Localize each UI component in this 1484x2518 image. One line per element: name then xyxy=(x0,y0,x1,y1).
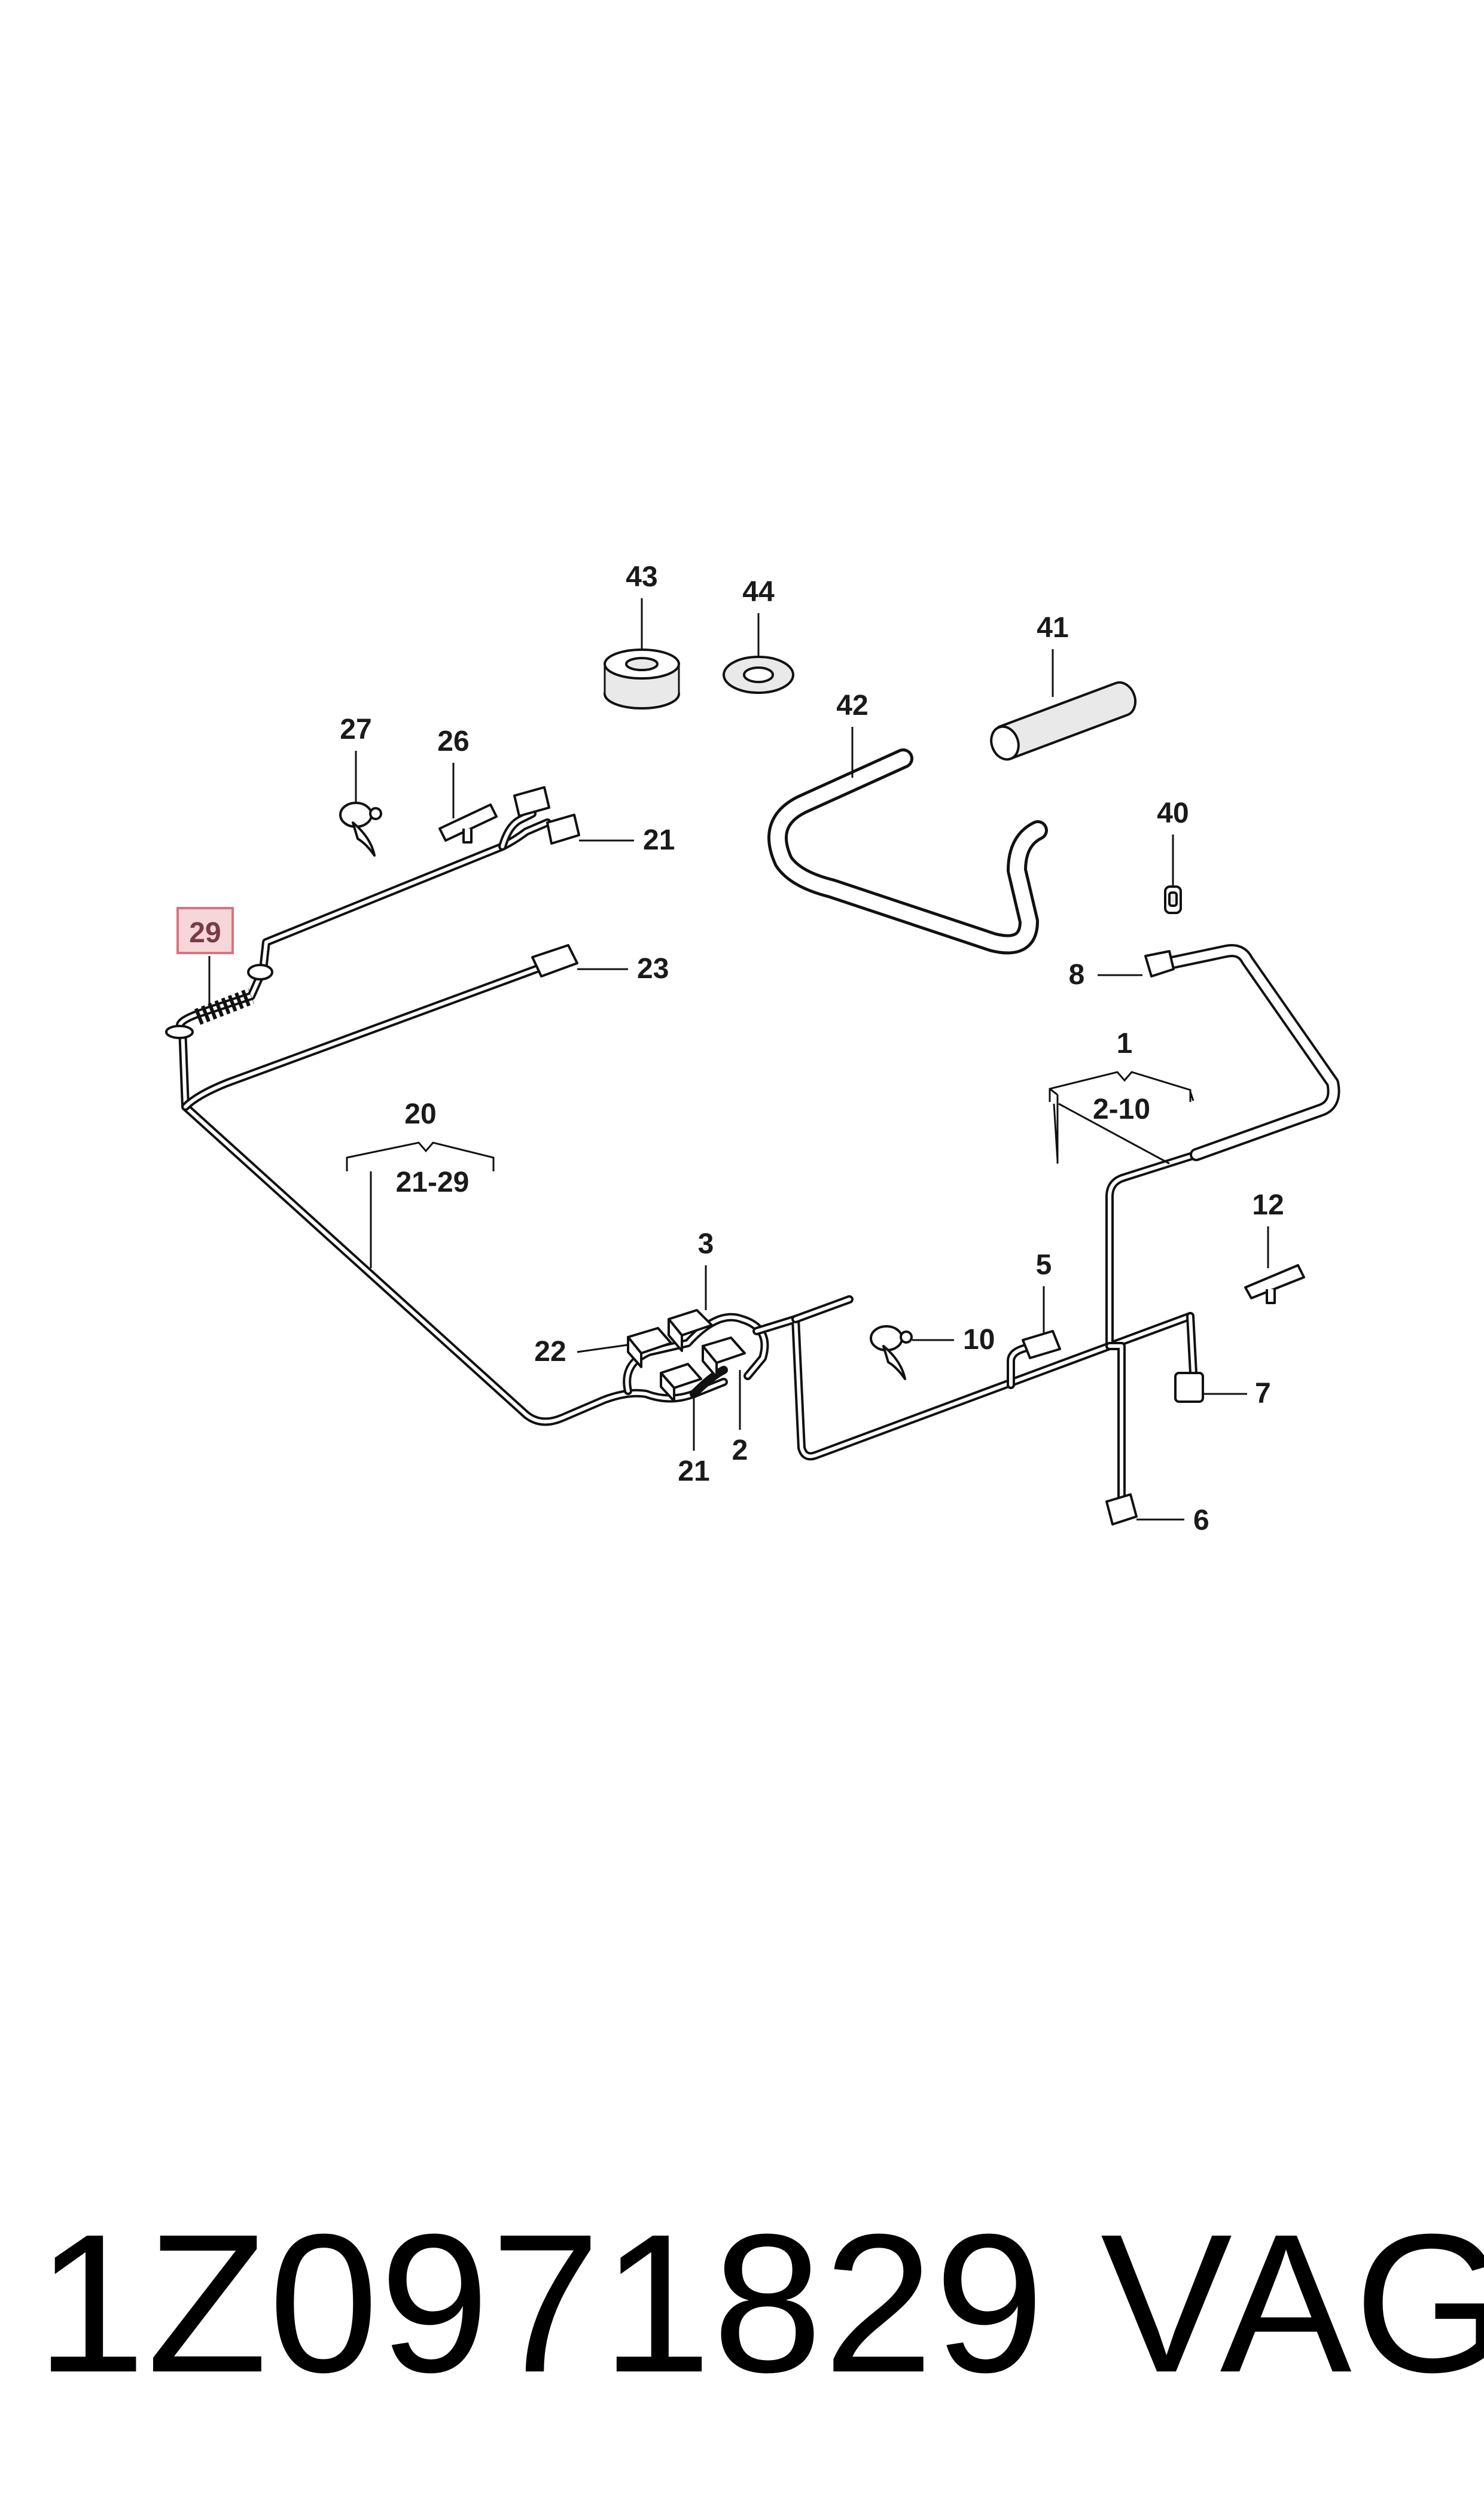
part-43-grommet xyxy=(604,648,680,710)
part-26-tape xyxy=(438,803,498,844)
callout-labels: 43 44 41 42 40 27 26 21 29 23 8 1 2-10 2… xyxy=(189,561,1284,1536)
part-27-clip xyxy=(339,802,382,857)
callout-44: 44 xyxy=(742,576,775,608)
callout-21-bottom: 21 xyxy=(678,1456,709,1487)
callout-40: 40 xyxy=(1157,797,1189,829)
callout-42: 42 xyxy=(836,690,868,721)
part-44-washer xyxy=(723,656,794,694)
harness-20 xyxy=(165,786,728,1426)
callout-1: 1 xyxy=(1117,1028,1133,1059)
callout-20-range: 21-29 xyxy=(396,1167,470,1198)
callout-22: 22 xyxy=(534,1336,566,1368)
callout-2: 2 xyxy=(732,1435,748,1466)
callout-41: 41 xyxy=(1037,612,1068,644)
callout-8: 8 xyxy=(1069,959,1085,991)
callout-1-range: 2-10 xyxy=(1093,1094,1150,1125)
callout-23: 23 xyxy=(637,953,669,985)
footer: 1Z0971829 VAG xyxy=(0,2178,1484,2429)
center-junction xyxy=(623,1309,769,1402)
leader-lines xyxy=(208,598,1269,1521)
callout-10: 10 xyxy=(963,1324,995,1356)
callout-12: 12 xyxy=(1252,1189,1284,1221)
callout-21-top: 21 xyxy=(643,824,675,856)
callout-6: 6 xyxy=(1193,1505,1209,1536)
callout-29: 29 xyxy=(189,917,221,949)
callout-29-highlight xyxy=(176,907,234,954)
callout-43: 43 xyxy=(626,561,657,593)
callout-7: 7 xyxy=(1255,1378,1271,1409)
harness-1 xyxy=(752,944,1340,1526)
part-42-hose xyxy=(767,748,1048,955)
callout-20: 20 xyxy=(404,1098,436,1130)
callout-3: 3 xyxy=(698,1228,714,1260)
callout-5: 5 xyxy=(1036,1249,1052,1281)
callout-27: 27 xyxy=(340,714,371,745)
part-12-tape xyxy=(1244,1264,1305,1304)
part-10-clip xyxy=(870,1325,913,1380)
part-number: 1Z0971829 xyxy=(36,2193,1046,2413)
callout-26: 26 xyxy=(437,726,469,757)
part-41-sleeve xyxy=(990,681,1136,761)
part-40-clip xyxy=(1164,885,1182,914)
brand-name: VAG xyxy=(1101,2193,1484,2413)
